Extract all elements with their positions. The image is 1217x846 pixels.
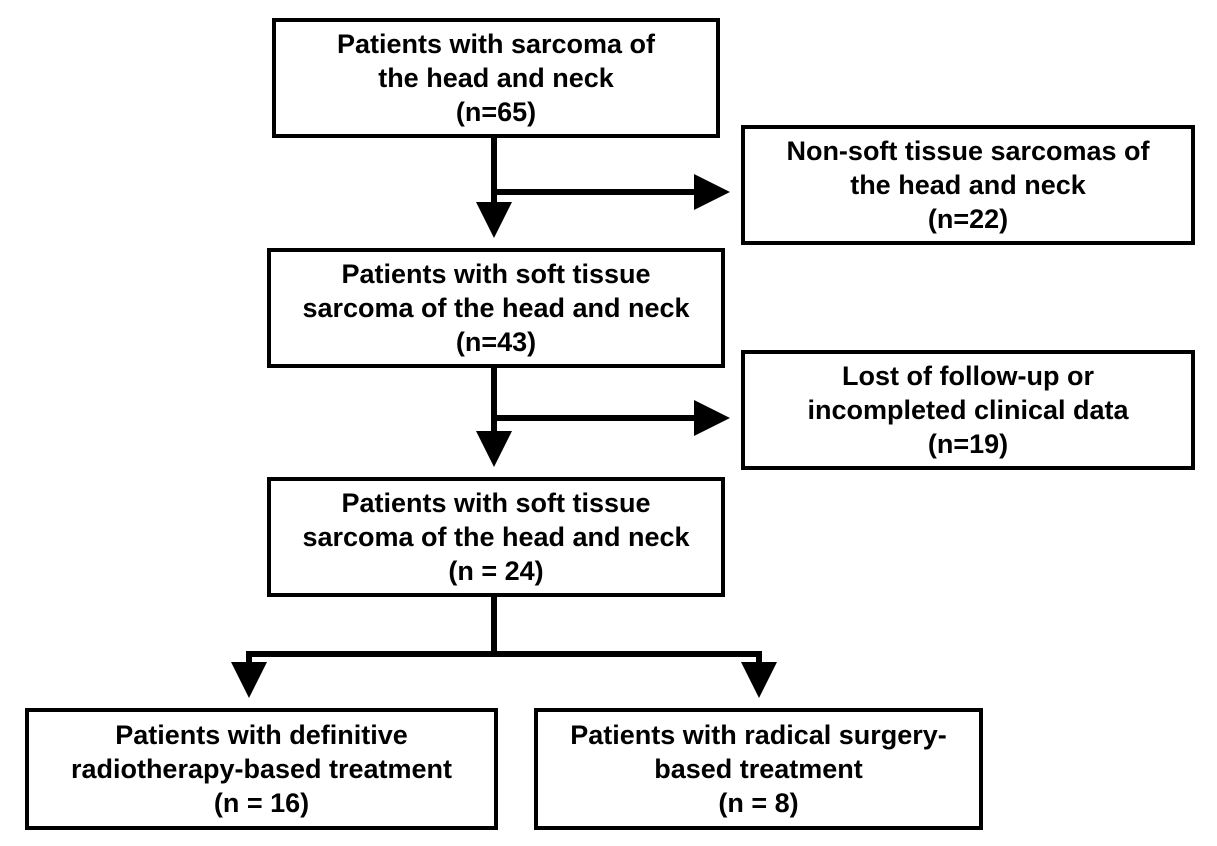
box-line: Lost of follow-up or <box>842 361 1094 391</box>
box-line: based treatment <box>654 754 863 784</box>
excluded-non-soft-tissue-box: Non-soft tissue sarcomas of the head and… <box>741 125 1195 245</box>
box-line: incompleted clinical data <box>807 395 1129 425</box>
box-line: the head and neck <box>850 170 1086 200</box>
box-count: (n = 24) <box>448 556 544 586</box>
box-line: Patients with soft tissue <box>341 259 651 289</box>
final-cohort-box: Patients with soft tissue sarcoma of the… <box>267 477 725 597</box>
box-line: Patients with radical surgery- <box>570 720 947 750</box>
box-line: radiotherapy-based treatment <box>70 754 453 784</box>
box-count: (n = 8) <box>718 788 799 818</box>
soft-tissue-patients-box: Patients with soft tissue sarcoma of the… <box>267 248 725 368</box>
total-patients-box: Patients with sarcoma of the head and ne… <box>272 18 720 138</box>
box-count: (n=22) <box>927 204 1009 234</box>
surgery-group-box: Patients with radical surgery- based tre… <box>534 708 983 830</box>
box-line: Patients with sarcoma of <box>336 29 656 59</box>
box-count: (n=43) <box>455 327 537 357</box>
box-line: sarcoma of the head and neck <box>302 293 690 323</box>
box-count: (n = 16) <box>213 788 310 818</box>
box-count: (n=19) <box>927 429 1009 459</box>
excluded-lost-follow-up-box: Lost of follow-up or incompleted clinica… <box>741 350 1195 470</box>
box-line: Non-soft tissue sarcomas of <box>786 136 1150 166</box>
box-line: Patients with definitive <box>115 720 408 750</box>
box-line: sarcoma of the head and neck <box>302 522 690 552</box>
radiotherapy-group-box: Patients with definitive radiotherapy-ba… <box>25 708 498 830</box>
box-line: the head and neck <box>378 63 614 93</box>
box-line: Patients with soft tissue <box>341 488 651 518</box>
box-count: (n=65) <box>455 97 537 127</box>
